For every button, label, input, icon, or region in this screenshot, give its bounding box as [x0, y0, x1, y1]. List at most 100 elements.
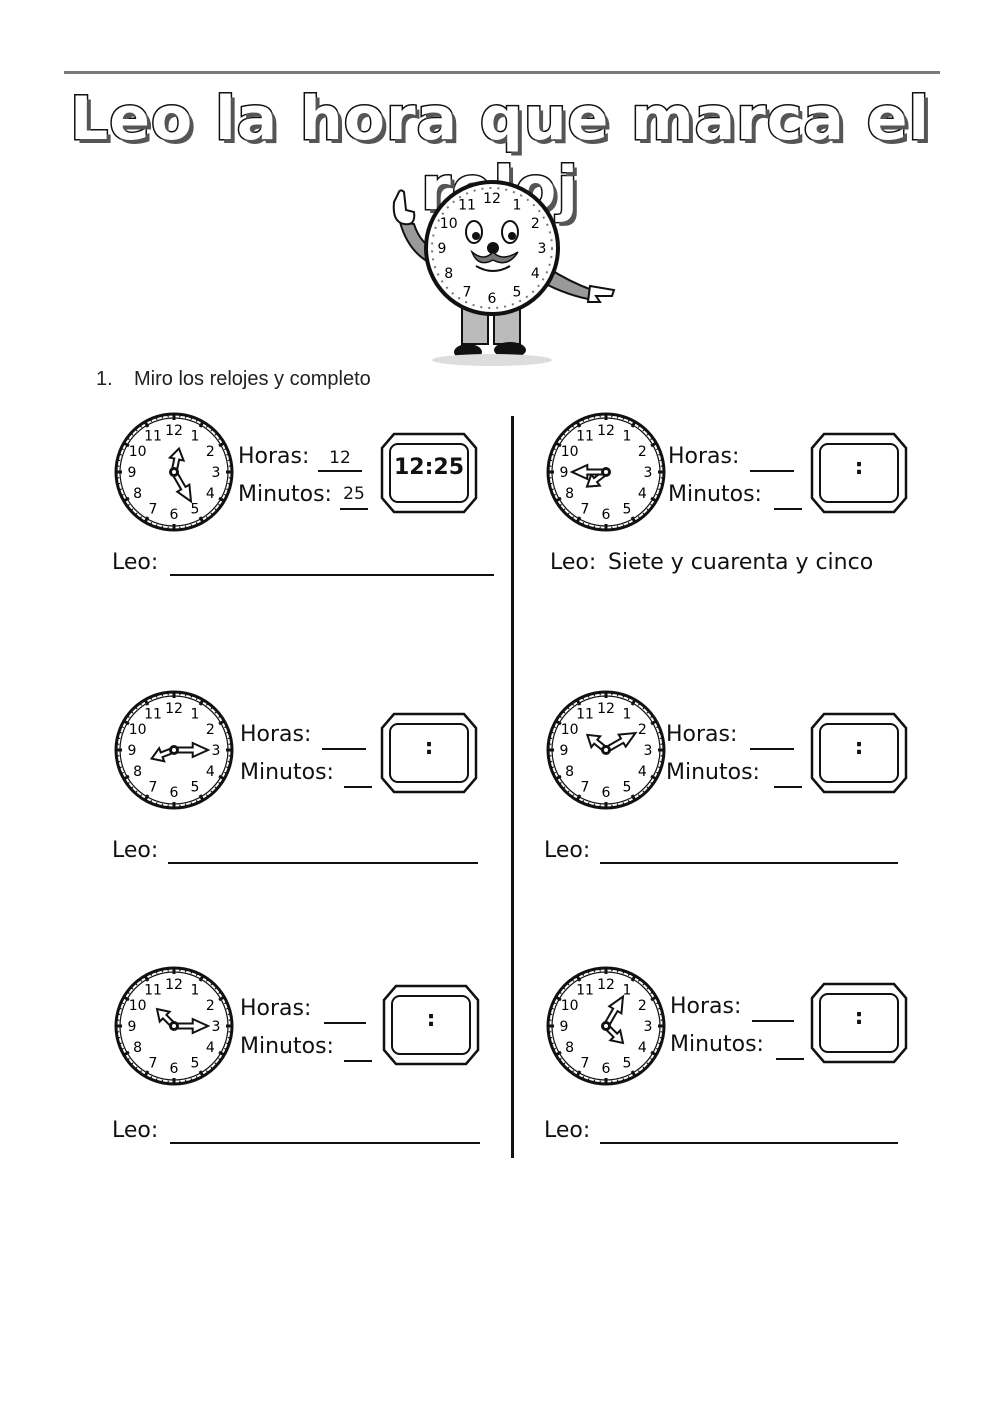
leo-blank[interactable] — [168, 862, 478, 864]
hour-tick — [630, 975, 637, 982]
minute-tick — [184, 693, 187, 697]
hours-blank[interactable] — [324, 1022, 366, 1024]
minute-tick — [587, 802, 590, 806]
minute-tick — [126, 781, 130, 785]
minute-tick — [130, 710, 134, 714]
minute-tick — [571, 978, 575, 982]
minutes-blank[interactable] — [776, 1058, 804, 1060]
minute-tick — [218, 1057, 222, 1061]
hour-tick — [575, 794, 582, 801]
minutes-label: Minutos: — [666, 760, 760, 785]
hours-blank[interactable] — [318, 470, 362, 472]
minute-tick — [155, 970, 158, 974]
leo-label: Leo: — [112, 550, 159, 575]
digital-time[interactable]: : — [424, 735, 434, 760]
hour-tick — [123, 774, 130, 781]
minute-tick — [550, 453, 554, 456]
digital-clock-frame — [810, 982, 908, 1064]
mascot-clock-number: 2 — [531, 216, 540, 232]
minute-tick — [227, 1013, 231, 1016]
clock-number: 6 — [170, 507, 179, 523]
hour-tick — [198, 1070, 205, 1077]
minute-tick — [552, 771, 556, 775]
digital-time[interactable]: : — [426, 1007, 436, 1032]
minute-tick — [130, 508, 134, 512]
digital-time[interactable]: 12:25 — [393, 455, 465, 480]
leo-blank[interactable] — [170, 1142, 480, 1144]
leo-label: Leo: — [544, 838, 591, 863]
minutes-blank[interactable] — [774, 508, 802, 510]
hours-blank[interactable] — [752, 1020, 794, 1022]
minute-tick — [120, 1001, 124, 1005]
minute-tick — [581, 522, 585, 526]
minutes-blank[interactable] — [344, 786, 372, 788]
minute-tick — [658, 1042, 662, 1045]
minute-tick — [118, 453, 122, 456]
leo-blank[interactable] — [600, 862, 898, 864]
minute-tick — [210, 428, 214, 432]
minutes-blank[interactable] — [340, 508, 368, 510]
minutes-blank[interactable] — [344, 1060, 372, 1062]
clock-number: 9 — [560, 1019, 569, 1035]
minute-tick — [184, 969, 187, 973]
instruction-text: Miro los relojes y completo — [134, 368, 371, 390]
minute-tick — [205, 794, 209, 798]
mascot-clock-number: 6 — [488, 291, 497, 307]
minute-tick — [616, 525, 619, 529]
hour-tick — [650, 719, 657, 726]
clock-number: 8 — [133, 1040, 142, 1056]
minute-tick — [117, 760, 121, 763]
minute-tick — [658, 488, 662, 491]
clock-center-dot — [604, 748, 608, 752]
digital-clock-frame — [380, 712, 478, 794]
hour-tick — [630, 421, 637, 428]
hours-blank[interactable] — [750, 748, 794, 750]
minute-tick — [195, 1076, 199, 1080]
digital-time[interactable]: : — [854, 735, 864, 760]
minute-tick — [550, 731, 554, 734]
digital-time[interactable]: : — [854, 1005, 864, 1030]
minute-tick — [184, 415, 187, 419]
clock-number: 12 — [597, 977, 615, 993]
hour-tick — [198, 975, 205, 982]
minute-tick — [593, 693, 596, 697]
hour-tick — [555, 441, 562, 448]
hour-tick — [123, 441, 130, 448]
minute-tick — [139, 978, 143, 982]
digital-time[interactable]: : — [854, 455, 864, 480]
leo-blank[interactable] — [600, 1142, 898, 1144]
minute-tick — [218, 715, 222, 719]
minute-tick — [205, 702, 209, 706]
clock-center-dot — [172, 748, 176, 752]
hour-tick — [650, 774, 657, 781]
leo-blank[interactable] — [170, 574, 494, 576]
minute-tick — [581, 696, 585, 700]
minute-tick — [549, 760, 553, 763]
minute-tick — [571, 702, 575, 706]
minute-tick — [646, 432, 650, 436]
clock-number: 8 — [565, 486, 574, 502]
hour-tick — [650, 1050, 657, 1057]
minute-tick — [210, 982, 214, 986]
minute-tick — [120, 493, 124, 497]
clock-number: 11 — [144, 707, 162, 723]
minute-tick — [558, 1057, 562, 1061]
hours-blank[interactable] — [750, 470, 794, 472]
minute-tick — [552, 1001, 556, 1005]
minute-tick — [184, 803, 187, 807]
minute-tick — [226, 731, 230, 734]
minute-tick — [658, 453, 662, 456]
minutes-blank[interactable] — [774, 786, 802, 788]
clock-number: 2 — [638, 998, 647, 1014]
minute-tick — [117, 1036, 121, 1039]
hours-label: Horas: — [240, 722, 312, 747]
hour-tick — [143, 421, 150, 428]
hours-blank[interactable] — [322, 748, 366, 750]
minute-tick — [558, 437, 562, 441]
minute-tick — [627, 522, 631, 526]
mascot-clock-number: 8 — [444, 266, 453, 282]
clock-number: 6 — [602, 785, 611, 801]
clock-number: 12 — [165, 423, 183, 439]
clock-number: 1 — [623, 429, 632, 445]
